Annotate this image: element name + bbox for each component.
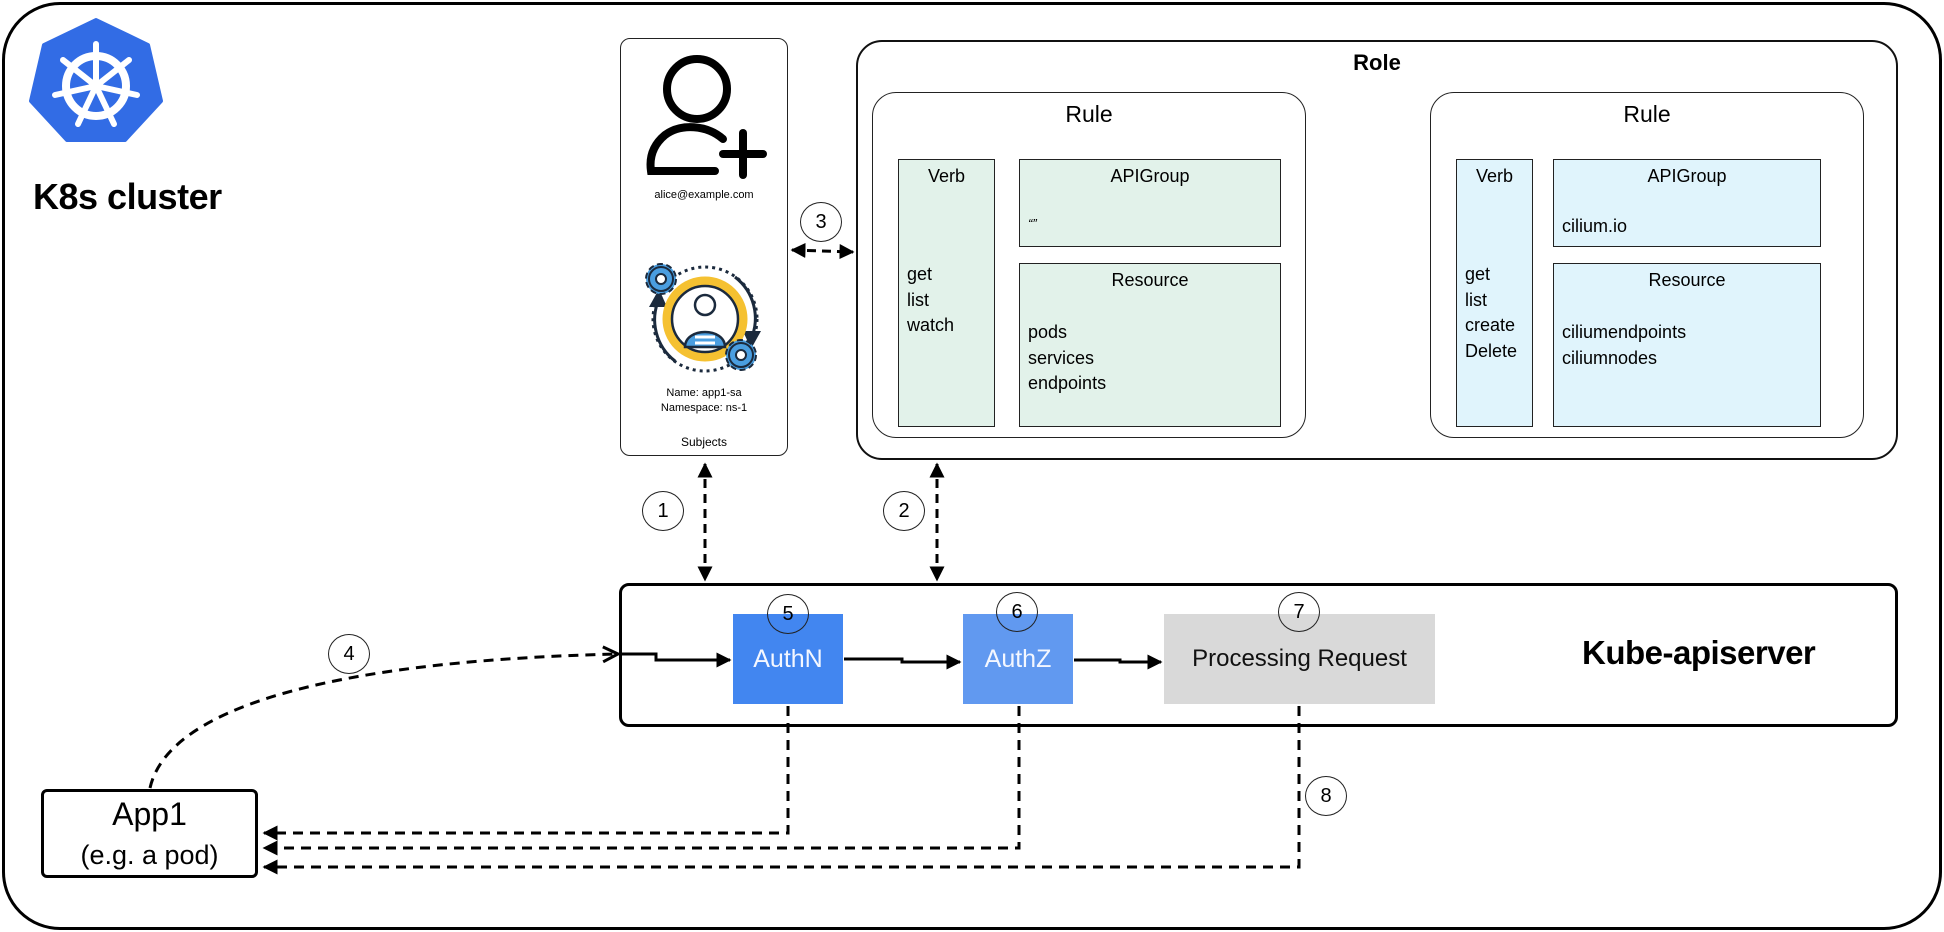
arrow-authn-authz (844, 654, 962, 670)
verb-item: get (907, 264, 933, 284)
arrow-authz-processing (1074, 654, 1163, 670)
verb-box: Verb get list create Delete (1456, 159, 1533, 427)
add-user-icon (645, 51, 769, 179)
resource-item: ciliumnodes (1562, 347, 1658, 368)
authn-stage: AuthN (733, 614, 843, 704)
role-title: Role (1353, 50, 1401, 75)
step-badge: 4 (328, 634, 370, 674)
apiserver-title: Kube-apiserver (1582, 634, 1816, 671)
verb-title: Verb (927, 166, 966, 186)
cluster-title: K8s cluster (33, 176, 222, 217)
verb-item: Delete (1465, 340, 1518, 361)
arrow-app-request (148, 654, 618, 789)
app-subtitle: (e.g. a pod) (80, 840, 219, 870)
arrow-subjects-role (790, 242, 855, 260)
role-panel: Role Rule Verb get list watch APIGroup “… (856, 40, 1898, 460)
resource-box: Resource ciliumendpoints ciliumnodes (1553, 263, 1821, 427)
service-account-icon (635, 255, 775, 383)
apigroup-box: APIGroup cilium.io (1553, 159, 1821, 247)
app1-pod: App1 (e.g. a pod) (41, 789, 258, 878)
step-badge: 5 (767, 594, 809, 634)
resource-title: Resource (1648, 270, 1726, 290)
apigroup-item: “” (1028, 216, 1037, 231)
subjects-label: Subjects (680, 435, 728, 449)
kubernetes-helm-icon (28, 16, 164, 144)
step-badge: 3 (800, 202, 842, 242)
verb-item: create (1465, 315, 1516, 335)
subjects-panel: alice@example.com Name (620, 38, 788, 456)
verb-title: Verb (1475, 166, 1514, 186)
step-badge: 8 (1305, 776, 1347, 816)
resource-title: Resource (1111, 270, 1189, 290)
rule-panel: Rule Verb get list watch APIGroup “” Res… (872, 92, 1306, 438)
resource-item: ciliumendpoints (1562, 322, 1687, 342)
verb-item: get (1465, 264, 1491, 284)
service-account-namespace: Namespace: ns-1 (660, 402, 748, 414)
arrow-to-authn (620, 652, 732, 668)
verb-item: list (1465, 289, 1487, 310)
rule-title: Rule (1623, 101, 1671, 127)
apigroup-title: APIGroup (1110, 166, 1190, 186)
rule-title: Rule (1065, 101, 1113, 127)
user-email: alice@example.com (654, 189, 754, 201)
return-from-processing (262, 706, 1301, 875)
rule-panel: Rule Verb get list create Delete APIGrou… (1430, 92, 1864, 438)
apigroup-item: cilium.io (1562, 216, 1628, 236)
step-badge: 2 (883, 491, 925, 531)
app-name: App1 (112, 796, 187, 832)
return-from-authz (262, 706, 1021, 856)
verb-item: list (907, 289, 929, 310)
resource-item: services (1028, 347, 1095, 368)
resource-box: Resource pods services endpoints (1019, 263, 1281, 427)
step-badge: 7 (1278, 592, 1320, 632)
apigroup-box: APIGroup “” (1019, 159, 1281, 247)
step-badge: 6 (996, 592, 1038, 632)
verb-item: watch (907, 315, 955, 335)
apigroup-title: APIGroup (1647, 166, 1727, 186)
step-badge: 1 (642, 491, 684, 531)
return-from-authn (262, 706, 790, 841)
resource-item: endpoints (1028, 373, 1107, 393)
resource-item: pods (1028, 322, 1068, 342)
service-account-name: Name: app1-sa (666, 387, 742, 399)
verb-box: Verb get list watch (898, 159, 995, 427)
